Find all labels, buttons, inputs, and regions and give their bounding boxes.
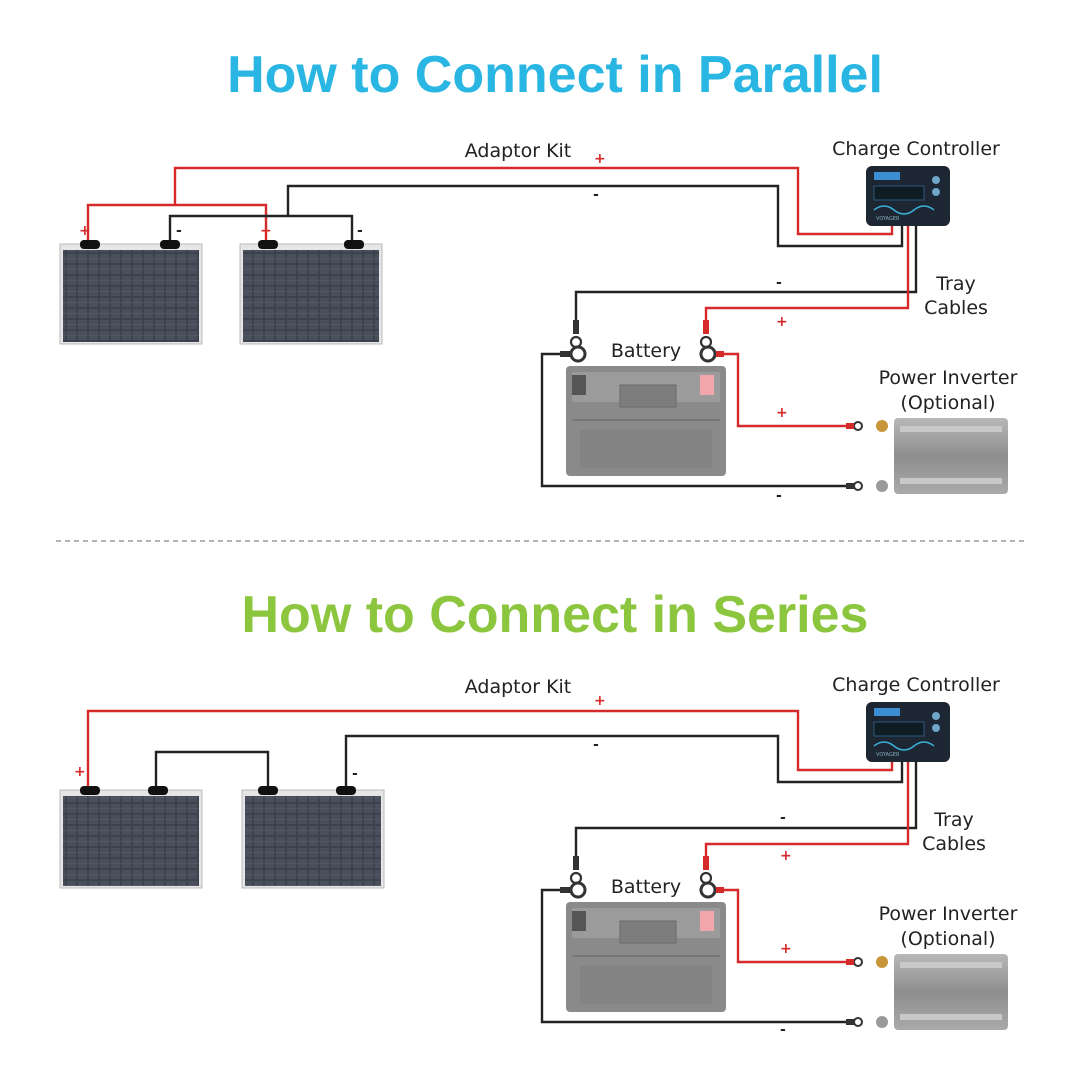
- solar-panel-2-icon: [239, 240, 383, 345]
- series-section: How to Connect in Series: [59, 586, 1018, 1038]
- inverter-positive-wire: [718, 888, 852, 964]
- power-inverter-icon: [846, 954, 1008, 1030]
- power-inverter-label-line1: Power Inverter: [879, 367, 1018, 389]
- minus-sign: -: [593, 737, 599, 753]
- tray-positive-wire: [704, 226, 910, 330]
- battery-label: Battery: [611, 876, 681, 898]
- tray-positive-wire: [704, 762, 910, 866]
- plus-sign: +: [594, 693, 606, 709]
- solar-panel-1-icon: [59, 240, 203, 345]
- tray-cables-label-line2: Cables: [922, 833, 986, 855]
- adaptor-kit-label: Adaptor Kit: [465, 140, 572, 162]
- tray-cables-label-line1: Tray: [935, 273, 976, 295]
- minus-sign: -: [780, 1022, 786, 1038]
- adaptor-positive-wire: [173, 166, 894, 236]
- power-inverter-icon: [846, 418, 1008, 494]
- power-inverter-label-line2: (Optional): [900, 928, 995, 950]
- parallel-wires: [86, 166, 918, 488]
- solar-panel-1-icon: [59, 786, 203, 889]
- minus-sign: -: [357, 223, 363, 239]
- power-inverter-label-line2: (Optional): [900, 392, 995, 414]
- tray-negative-wire: [574, 226, 918, 330]
- inverter-positive-wire: [718, 352, 852, 428]
- panels-negative-jumper: [168, 214, 354, 240]
- tray-cables-label-line2: Cables: [924, 297, 988, 319]
- adaptor-negative-wire: [286, 184, 904, 248]
- panels-series-jumper: [154, 750, 270, 786]
- plus-sign: +: [594, 151, 606, 167]
- charge-controller-label: Charge Controller: [832, 138, 1000, 160]
- charge-controller-icon: VOYAGER: [866, 702, 950, 762]
- charge-controller-label: Charge Controller: [832, 674, 1000, 696]
- plus-sign: +: [780, 941, 792, 957]
- power-inverter-label-line1: Power Inverter: [879, 903, 1018, 925]
- series-wires: [86, 709, 918, 1024]
- svg-text:VOYAGER: VOYAGER: [876, 216, 900, 222]
- tray-negative-wire: [574, 762, 918, 866]
- plus-sign: +: [776, 405, 788, 421]
- battery-icon: [566, 366, 726, 476]
- minus-sign: -: [776, 275, 782, 291]
- series-title: How to Connect in Series: [242, 586, 869, 644]
- minus-sign: -: [352, 766, 358, 782]
- charge-controller-icon: VOYAGER: [866, 166, 950, 226]
- parallel-title: How to Connect in Parallel: [227, 46, 883, 104]
- plus-sign: +: [260, 223, 272, 239]
- minus-sign: -: [780, 810, 786, 826]
- minus-sign: -: [776, 488, 782, 504]
- parallel-section: How to Connect in Parallel: [59, 46, 1018, 504]
- plus-sign: +: [780, 848, 792, 864]
- ring-terminal-icon: [560, 856, 724, 899]
- adaptor-kit-label: Adaptor Kit: [465, 676, 572, 698]
- battery-label: Battery: [611, 340, 681, 362]
- minus-sign: -: [176, 223, 182, 239]
- inverter-negative-wire: [540, 352, 852, 488]
- adaptor-positive-wire: [86, 709, 894, 786]
- minus-sign: -: [593, 187, 599, 203]
- ring-terminal-icon: [560, 320, 724, 363]
- inverter-negative-wire: [540, 888, 852, 1024]
- plus-sign: +: [74, 764, 86, 780]
- battery-icon: [566, 902, 726, 1012]
- tray-cables-label-line1: Tray: [933, 809, 974, 831]
- adaptor-negative-wire: [344, 734, 904, 786]
- plus-sign: +: [79, 223, 91, 239]
- plus-sign: +: [776, 314, 788, 330]
- solar-panel-2-icon: [241, 786, 385, 889]
- panels-positive-jumper: [86, 203, 268, 240]
- svg-text:VOYAGER: VOYAGER: [876, 752, 900, 758]
